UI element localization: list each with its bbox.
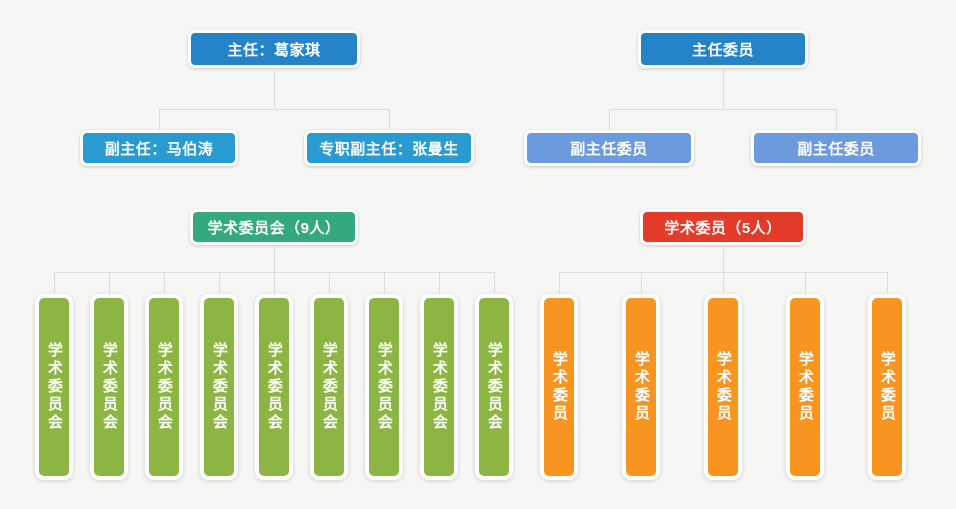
- left-member-box-7[interactable]: 学术委员会: [365, 294, 403, 480]
- left-member-box-6[interactable]: 学术委员会: [310, 294, 348, 480]
- connector-right-leaf-drop-3: [723, 272, 724, 294]
- right-member-label-3: 学术委员: [714, 351, 732, 423]
- connector-left-root-bus: [159, 109, 390, 110]
- left-member-label-1: 学术委员会: [45, 342, 63, 432]
- connector-left-leaf-drop-6: [329, 272, 330, 294]
- connector-right-leaf-drop-2: [641, 272, 642, 294]
- connector-left-deputy1-drop: [159, 109, 160, 131]
- right-deputy-node-1[interactable]: 副主任委员: [524, 130, 694, 166]
- right-deputy-node-2[interactable]: 副主任委员: [751, 130, 921, 166]
- left-member-label-9: 学术委员会: [485, 342, 503, 432]
- connector-right-leaf-drop-4: [805, 272, 806, 294]
- right-member-box-3[interactable]: 学术委员: [704, 294, 742, 480]
- right-member-box-2[interactable]: 学术委员: [622, 294, 660, 480]
- connector-left-group-drop: [274, 245, 275, 272]
- connector-right-root-drop: [723, 68, 724, 109]
- left-member-box-4[interactable]: 学术委员会: [200, 294, 238, 480]
- connector-left-leaf-drop-5: [274, 272, 275, 294]
- left-group-node[interactable]: 学术委员会（9人）: [190, 209, 358, 245]
- connector-left-leaf-drop-4: [219, 272, 220, 294]
- connector-right-root-bus: [609, 109, 837, 110]
- right-root-node[interactable]: 主任委员: [638, 30, 808, 68]
- left-member-box-2[interactable]: 学术委员会: [90, 294, 128, 480]
- right-member-box-5[interactable]: 学术委员: [868, 294, 906, 480]
- right-group-node[interactable]: 学术委员（5人）: [640, 209, 806, 245]
- left-member-label-3: 学术委员会: [155, 342, 173, 432]
- left-member-label-7: 学术委员会: [375, 342, 393, 432]
- connector-left-leaf-drop-3: [164, 272, 165, 294]
- left-member-label-5: 学术委员会: [265, 342, 283, 432]
- left-member-label-4: 学术委员会: [210, 342, 228, 432]
- right-member-label-1: 学术委员: [550, 351, 568, 423]
- connector-right-deputy2-drop: [836, 109, 837, 131]
- right-member-box-4[interactable]: 学术委员: [786, 294, 824, 480]
- right-member-label-5: 学术委员: [878, 351, 896, 423]
- right-member-box-1[interactable]: 学术委员: [540, 294, 578, 480]
- left-deputy-node-2[interactable]: 专职副主任：张曼生: [304, 130, 474, 166]
- connector-left-deputy2-drop: [389, 109, 390, 131]
- connector-left-leaf-drop-7: [384, 272, 385, 294]
- left-root-node[interactable]: 主任：葛家琪: [188, 30, 360, 68]
- left-member-box-3[interactable]: 学术委员会: [145, 294, 183, 480]
- connector-left-leaf-drop-2: [109, 272, 110, 294]
- connector-right-leaf-drop-5: [887, 272, 888, 294]
- left-member-label-2: 学术委员会: [100, 342, 118, 432]
- connector-left-root-drop: [274, 68, 275, 109]
- left-member-box-1[interactable]: 学术委员会: [35, 294, 73, 480]
- connector-right-deputy1-drop: [609, 109, 610, 131]
- left-member-box-9[interactable]: 学术委员会: [475, 294, 513, 480]
- connector-left-leaf-drop-1: [54, 272, 55, 294]
- right-member-label-4: 学术委员: [796, 351, 814, 423]
- left-member-box-8[interactable]: 学术委员会: [420, 294, 458, 480]
- left-deputy-node-1[interactable]: 副主任：马伯涛: [80, 130, 238, 166]
- connector-right-group-drop: [723, 245, 724, 272]
- connector-left-leaf-drop-8: [439, 272, 440, 294]
- left-member-box-5[interactable]: 学术委员会: [255, 294, 293, 480]
- connector-right-leaf-drop-1: [559, 272, 560, 294]
- connector-left-leaf-drop-9: [494, 272, 495, 294]
- right-member-label-2: 学术委员: [632, 351, 650, 423]
- left-member-label-8: 学术委员会: [430, 342, 448, 432]
- left-member-label-6: 学术委员会: [320, 342, 338, 432]
